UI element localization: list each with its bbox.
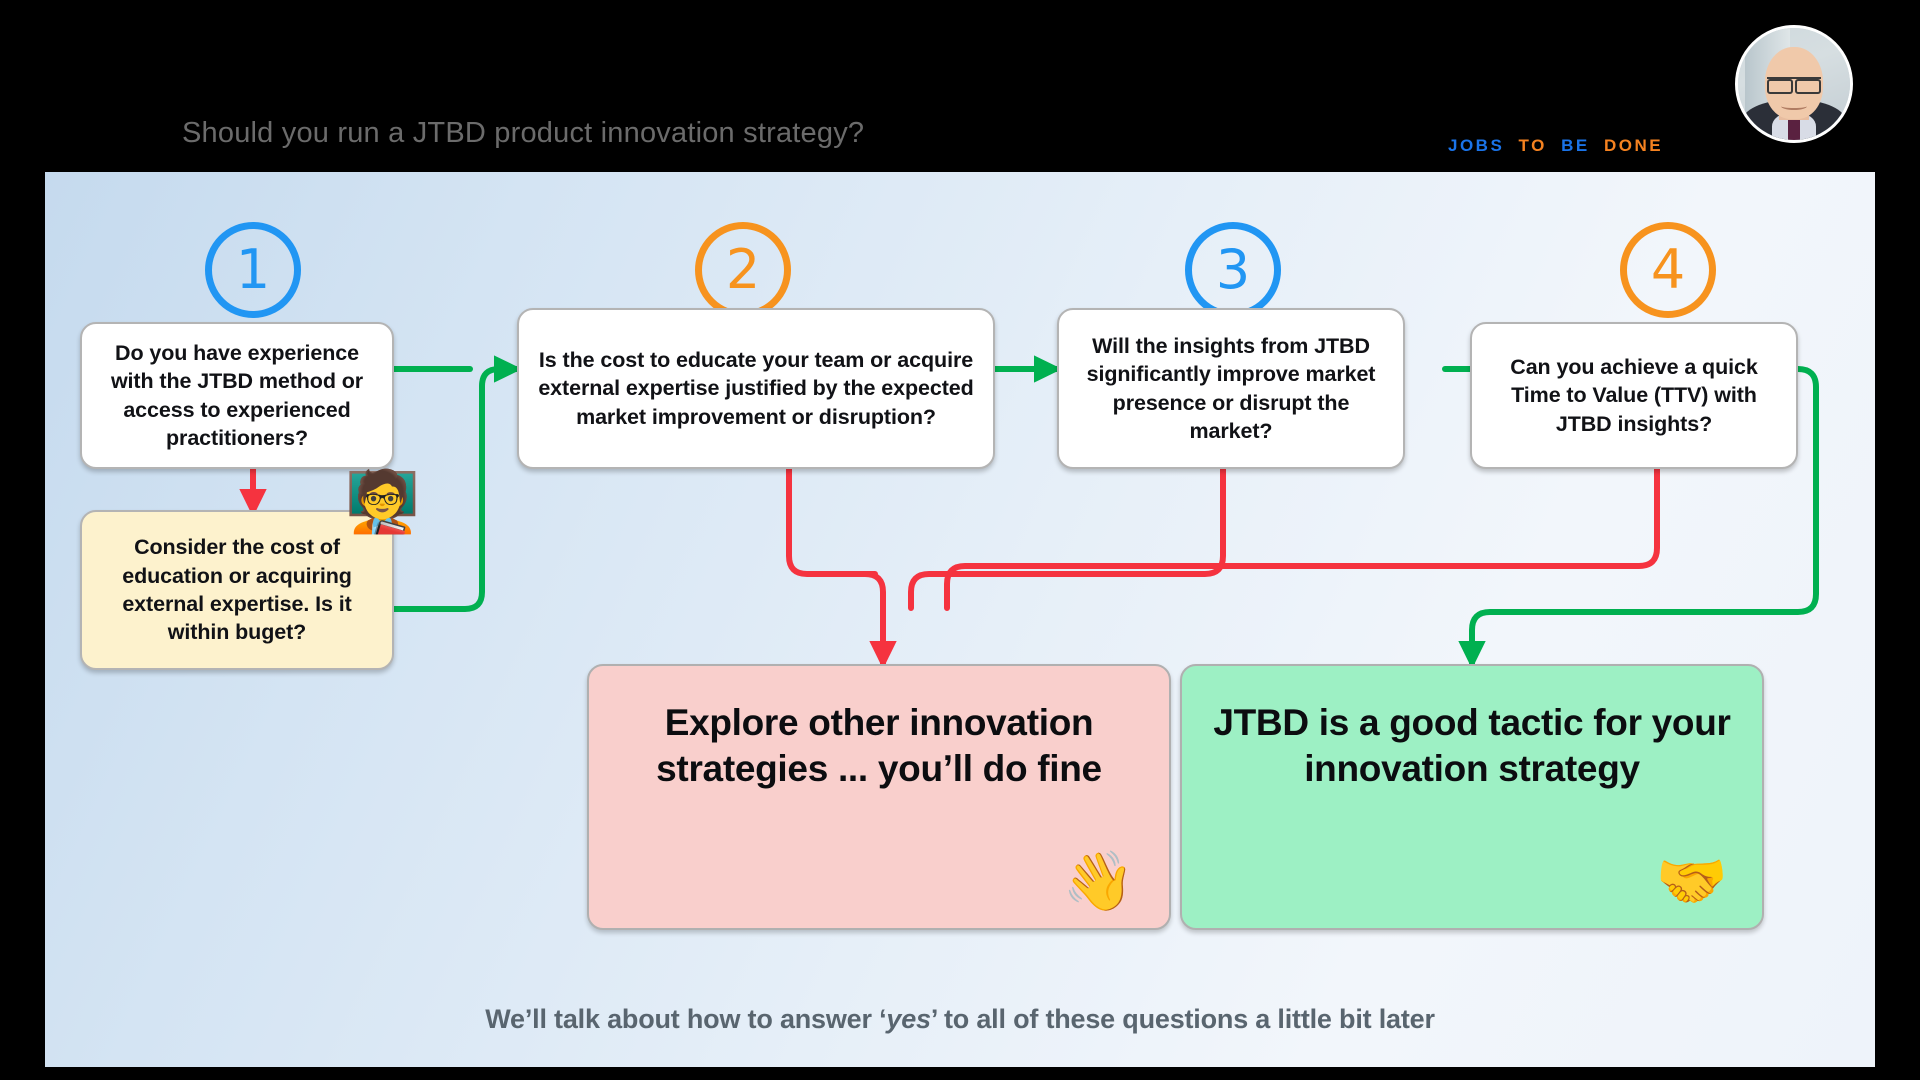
decision-box-cost-justified-text: Is the cost to educate your team or acqu… xyxy=(538,347,974,429)
outcome-box-positive-text: JTBD is a good tactic for your innovatio… xyxy=(1213,702,1731,789)
avatar xyxy=(1735,25,1853,143)
avatar-mouth xyxy=(1780,102,1808,110)
footer-note-suffix: ’ to all of these questions a little bit… xyxy=(930,1004,1435,1034)
logo-word-be: BE xyxy=(1561,136,1590,155)
step-number-1: 1 xyxy=(235,238,271,301)
jobs-to-be-done-logo: JOBS TO BE DONE xyxy=(1448,136,1670,156)
avatar-tie xyxy=(1788,119,1800,140)
step-badge-1: 1 xyxy=(205,222,301,318)
waving-hand-icon: 👋 xyxy=(1062,847,1135,915)
logo-word-jobs: JOBS xyxy=(1448,136,1505,155)
footer-note-prefix: We’ll talk about how to answer ‘ xyxy=(485,1004,887,1034)
footer-note-emphasis: yes xyxy=(886,1004,931,1034)
decision-box-market-impact-text: Will the insights from JTBD significantl… xyxy=(1086,333,1376,443)
step-badge-3: 3 xyxy=(1185,222,1281,318)
edge-q2-no-to-negative xyxy=(786,466,878,577)
decision-box-time-to-value-text: Can you achieve a quick Time to Value (T… xyxy=(1510,354,1758,436)
step-number-3: 3 xyxy=(1215,238,1251,301)
person-with-questions-icon: 🧑‍🏫 xyxy=(345,467,420,537)
logo-word-to: TO xyxy=(1518,136,1547,155)
step-badge-2: 2 xyxy=(695,222,791,318)
outcome-box-negative[interactable]: Explore other innovation strategies ... … xyxy=(587,664,1171,930)
edge-negative-merge-stem xyxy=(862,571,897,669)
page-title: Should you run a JTBD product innovation… xyxy=(182,117,865,149)
outcome-box-negative-text: Explore other innovation strategies ... … xyxy=(656,702,1102,789)
decision-box-budget[interactable]: Consider the cost of education or acquir… xyxy=(80,510,394,670)
flowchart-panel: 1 2 3 4 Do you have experience with the … xyxy=(45,172,1875,1067)
step-number-2: 2 xyxy=(725,238,761,301)
step-number-4: 4 xyxy=(1650,238,1686,301)
edge-q4-yes-to-positive xyxy=(1458,366,1819,669)
decision-box-time-to-value[interactable]: Can you achieve a quick Time to Value (T… xyxy=(1470,322,1798,469)
avatar-glasses xyxy=(1767,77,1821,95)
edge-q4-no-to-negative xyxy=(944,466,1660,611)
footer-note: We’ll talk about how to answer ‘yes’ to … xyxy=(0,1004,1920,1035)
outcome-box-positive[interactable]: JTBD is a good tactic for your innovatio… xyxy=(1180,664,1764,930)
decision-box-experience-text: Do you have experience with the JTBD met… xyxy=(110,340,364,450)
edge-q3-no-to-negative xyxy=(908,466,1226,611)
decision-box-market-impact[interactable]: Will the insights from JTBD significantl… xyxy=(1057,308,1405,469)
decision-box-cost-justified[interactable]: Is the cost to educate your team or acqu… xyxy=(517,308,995,469)
step-badge-4: 4 xyxy=(1620,222,1716,318)
handshake-icon: 🤝 xyxy=(1655,847,1728,915)
connector-layer xyxy=(239,355,1819,669)
decision-box-experience[interactable]: Do you have experience with the JTBD met… xyxy=(80,322,394,469)
logo-word-done: DONE xyxy=(1603,136,1664,155)
edge-budget-yes-to-q2 xyxy=(391,355,522,612)
decision-box-budget-text: Consider the cost of education or acquir… xyxy=(122,535,352,645)
